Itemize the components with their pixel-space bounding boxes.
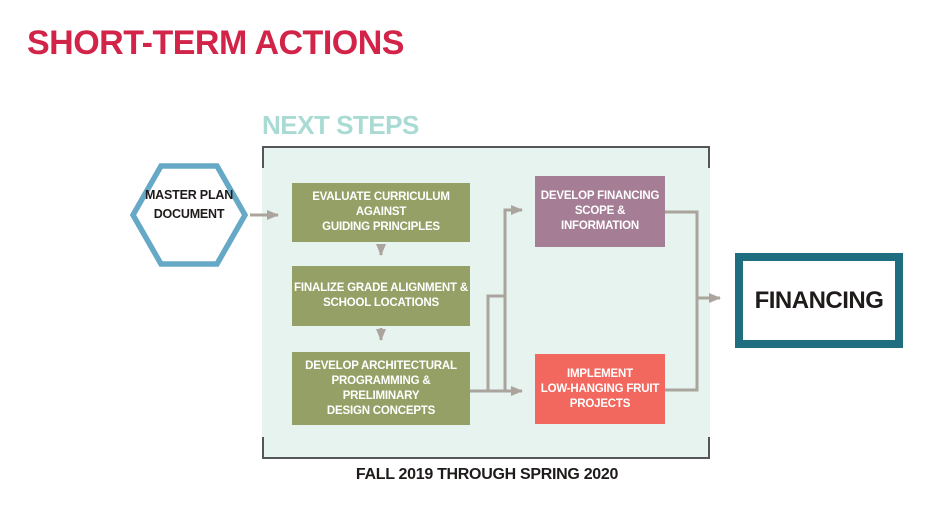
panel-corner-stub (708, 437, 710, 457)
outcome-label: FINANCING (754, 286, 884, 314)
step-line: GUIDING PRINCIPLES (322, 221, 440, 233)
step-line: SCHOOL LOCATIONS (323, 297, 439, 309)
step-evaluate-curriculum: EVALUATE CURRICULUM AGAINST GUIDING PRIN… (292, 183, 470, 242)
step-line: FINALIZE GRADE ALIGNMENT & (294, 282, 468, 294)
branch-line: IMPLEMENT (567, 367, 633, 380)
page-title: SHORT-TERM ACTIONS (27, 24, 404, 62)
step-line: DESIGN CONCEPTS (326, 404, 436, 417)
label-line: DOCUMENT (153, 207, 225, 221)
branch-line: PROJECTS (569, 397, 631, 410)
step-line: PROGRAMMING & PRELIMINARY (331, 374, 431, 402)
step-finalize-grade-alignment: FINALIZE GRADE ALIGNMENT & SCHOOL LOCATI… (292, 266, 470, 326)
timeline-caption: FALL 2019 THROUGH SPRING 2020 (355, 466, 619, 483)
master-plan-hexagon (129, 163, 249, 267)
branch-line: DEVELOP FINANCING (540, 190, 660, 202)
step-line: DEVELOP ARCHITECTURAL (305, 359, 457, 372)
panel-corner-stub (262, 437, 264, 457)
branch-implement-low-hanging-fruit: IMPLEMENT LOW-HANGING FRUIT PROJECTS (535, 354, 665, 424)
branch-line: SCOPE & INFORMATION (560, 205, 640, 232)
panel-corner-stub (262, 148, 264, 168)
master-plan-document-label: MASTER PLAN DOCUMENT (139, 186, 239, 224)
next-steps-label: NEXT STEPS (262, 110, 419, 140)
step-develop-architectural: DEVELOP ARCHITECTURAL PROGRAMMING & PREL… (292, 352, 470, 425)
branch-develop-financing-scope: DEVELOP FINANCING SCOPE & INFORMATION (535, 176, 665, 247)
branch-line: LOW-HANGING FRUIT (540, 382, 660, 395)
step-line: EVALUATE CURRICULUM AGAINST (312, 191, 450, 218)
label-line: MASTER PLAN (144, 188, 234, 202)
merge-connector (665, 210, 699, 392)
panel-corner-stub (708, 148, 710, 168)
financing-outcome-box: FINANCING (735, 253, 903, 348)
